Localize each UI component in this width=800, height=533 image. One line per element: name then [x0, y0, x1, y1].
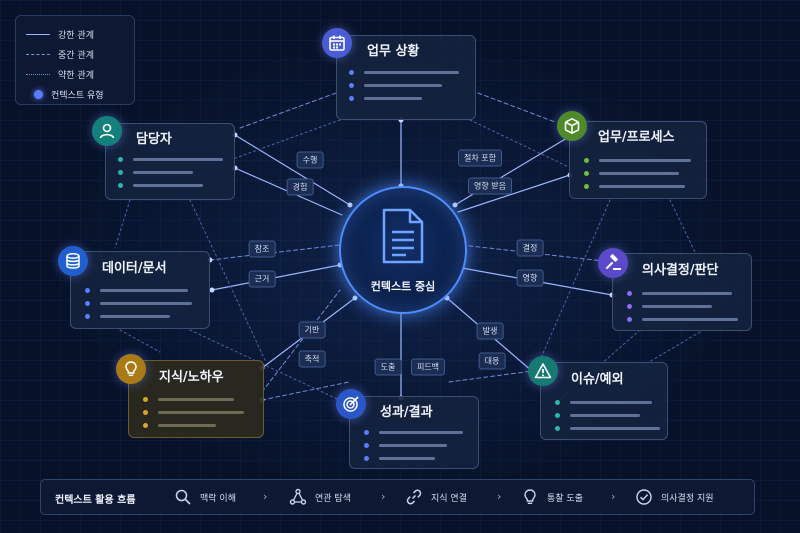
relation-accumulate: 축적: [298, 350, 326, 368]
context-usage-flow-bar: 컨텍스트 활용 흐름 맥락 이해 › 연관 탐색 › 지식 연결 › 통찰 도출…: [40, 479, 755, 515]
chevron-right-icon: ›: [497, 490, 502, 503]
chevron-right-icon: ›: [381, 490, 386, 503]
node-decision[interactable]: 의사결정/판단: [612, 253, 752, 331]
flow-step-label: 통찰 도출: [547, 493, 583, 504]
flow-step-understand[interactable]: 맥락 이해: [174, 488, 236, 506]
lightbulb-icon: [524, 489, 536, 505]
relation-reference: 참조: [248, 240, 276, 258]
node-details: [118, 153, 223, 192]
search-icon: [175, 489, 191, 505]
context-center-node[interactable]: 컨텍스트 중심: [339, 186, 467, 314]
flow-step-insight[interactable]: 통찰 도출: [521, 488, 583, 506]
relation-includes-procedure: 절차 포함: [458, 149, 502, 167]
relation-decision: 결정: [516, 239, 544, 257]
node-knowhow[interactable]: 지식/노하우: [128, 360, 264, 438]
relation-feedback: 피드백: [410, 358, 446, 376]
gavel-icon: [598, 248, 628, 278]
node-details: [143, 393, 244, 432]
relation-foundation: 기반: [298, 321, 326, 339]
node-title: 업무/프로세스: [598, 130, 675, 145]
center-label: 컨텍스트 중심: [370, 280, 436, 293]
flow-step-label: 연관 탐색: [315, 493, 351, 504]
person-icon: [92, 116, 122, 146]
node-details: [85, 284, 192, 323]
strong-line-swatch: [26, 33, 50, 35]
node-title: 이슈/예외: [571, 372, 624, 387]
node-title: 담당자: [136, 132, 172, 147]
relation-influenced: 영향 받음: [468, 177, 512, 195]
node-title: 성과/결과: [380, 405, 433, 420]
check-circle-icon: [636, 489, 652, 505]
relation-influence: 영향: [516, 269, 544, 287]
legend-medium-label: 중간 관계: [58, 50, 94, 61]
node-title: 업무 상황: [367, 44, 420, 59]
node-owner[interactable]: 담당자: [105, 123, 235, 200]
document-icon: [382, 208, 424, 264]
relation-experience: 경험: [286, 178, 314, 196]
flow-step-connect[interactable]: 지식 연결: [405, 488, 467, 506]
legend: 강한 관계 중간 관계 약한 관계 컨텍스트 유형: [15, 15, 135, 105]
relation-derive: 도출: [374, 358, 402, 376]
warning-icon: [528, 356, 558, 386]
legend-weak-label: 약한 관계: [58, 70, 94, 81]
network-icon: [289, 488, 307, 505]
flow-step-label: 의사결정 지원: [661, 493, 714, 504]
flow-title: 컨텍스트 활용 흐름: [55, 495, 136, 506]
flow-step-label: 지식 연결: [431, 493, 467, 504]
weak-line-swatch: [26, 73, 50, 75]
node-title: 지식/노하우: [159, 370, 224, 385]
relation-perform: 수행: [296, 151, 324, 169]
database-icon: [58, 246, 88, 276]
target-icon: [336, 389, 366, 419]
node-details: [555, 396, 660, 435]
node-title: 데이터/문서: [102, 261, 167, 276]
chevron-right-icon: ›: [263, 490, 268, 503]
node-process[interactable]: 업무/프로세스: [569, 121, 707, 199]
legend-context-label: 컨텍스트 유형: [51, 90, 104, 101]
node-title: 의사결정/판단: [642, 263, 719, 278]
node-issue[interactable]: 이슈/예외: [540, 362, 668, 440]
legend-context-type: 컨텍스트 유형: [26, 84, 124, 104]
lightbulb-icon: [116, 354, 146, 384]
context-dot-icon: [34, 89, 43, 99]
legend-weak: 약한 관계: [26, 64, 124, 84]
node-outcome[interactable]: 성과/결과: [349, 396, 479, 469]
legend-strong-label: 강한 관계: [58, 30, 94, 41]
relation-respond: 대응: [478, 352, 506, 370]
cube-icon: [557, 111, 587, 141]
flow-step-decision-support[interactable]: 의사결정 지원: [635, 488, 714, 506]
link-icon: [406, 489, 422, 505]
node-details: [627, 287, 738, 326]
node-data-documents[interactable]: 데이터/문서: [70, 251, 210, 329]
flow-step-explore[interactable]: 연관 탐색: [289, 488, 351, 506]
medium-line-swatch: [26, 53, 50, 55]
node-details: [364, 426, 463, 465]
node-details: [584, 154, 691, 193]
legend-strong: 강한 관계: [26, 24, 124, 44]
relation-occur: 발생: [476, 322, 504, 340]
flow-step-label: 맥락 이해: [200, 493, 236, 504]
legend-medium: 중간 관계: [26, 44, 124, 64]
node-work-situation[interactable]: 업무 상황: [336, 35, 476, 120]
chevron-right-icon: ›: [611, 490, 616, 503]
relation-basis: 근거: [248, 270, 276, 288]
calendar-icon: [322, 28, 352, 58]
node-details: [349, 66, 459, 105]
